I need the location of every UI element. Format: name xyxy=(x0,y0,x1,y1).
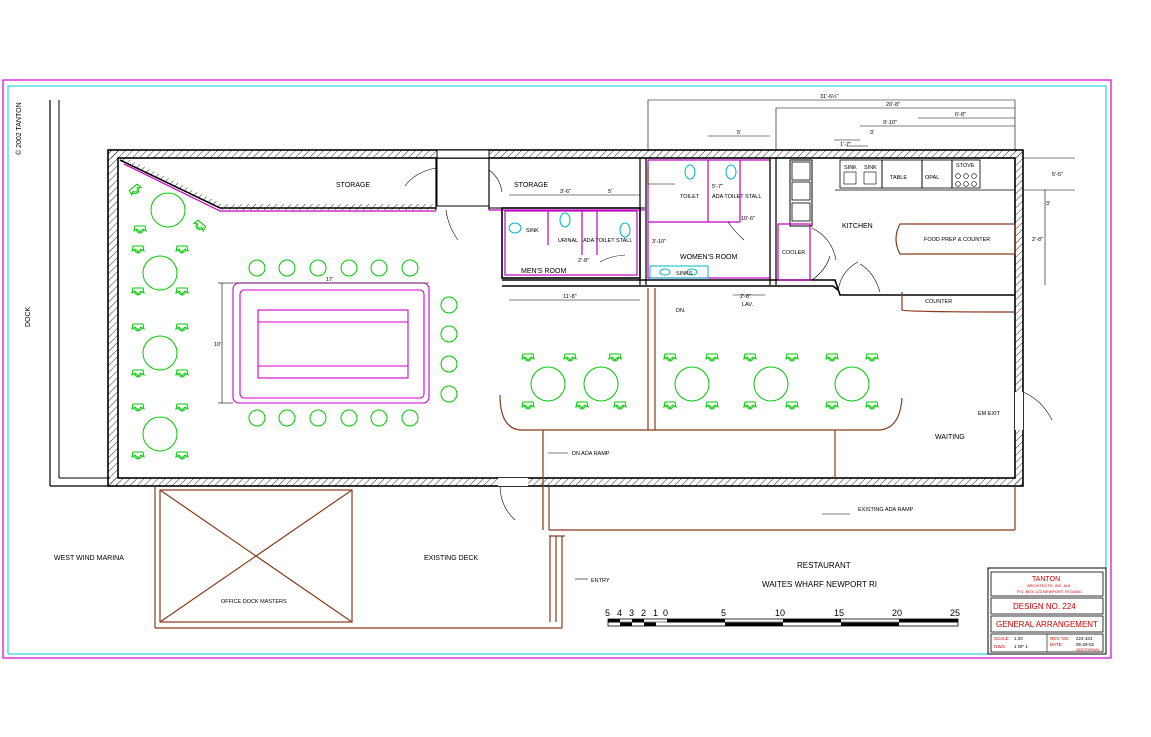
dim-d16: 5'-5" xyxy=(1052,172,1063,178)
stove-label: STOVE xyxy=(956,163,975,169)
title-drawing: GENERAL ARRANGEMENT xyxy=(996,620,1098,629)
office-dock-masters-label: OFFICE DOCK MASTERS xyxy=(221,599,287,605)
title-rev-label: REV. NO. xyxy=(1050,636,1069,641)
scale-tick-2: 3 xyxy=(629,608,634,618)
lav-label: LAV. xyxy=(742,302,753,308)
bar-dimensions xyxy=(218,282,429,404)
waiting-label: WAITING xyxy=(935,434,965,441)
dim-d12: 3'-10" xyxy=(652,239,666,245)
bar-island xyxy=(232,282,430,404)
scale-tick-3: 2 xyxy=(641,608,646,618)
title-extra: ADDITIONAL xyxy=(1076,647,1101,652)
ada-toilet-stall-men-label: ADA TOILET STALL xyxy=(583,238,632,244)
dim-d6: 1'-7" xyxy=(840,142,851,148)
dim-d7: 5' xyxy=(737,130,741,136)
counter-label: COUNTER xyxy=(925,299,952,305)
dock-structure xyxy=(49,100,110,487)
restroom-walls xyxy=(501,158,1015,296)
storage-left-label: STORAGE xyxy=(336,182,370,189)
sink-1-label: SINK xyxy=(844,165,857,171)
scale-tick-5: 0 xyxy=(663,608,668,618)
graphic-scale xyxy=(607,618,959,627)
ada-toilet-stall-women-label: ADA TOILET STALL xyxy=(712,194,761,200)
bar-stools xyxy=(248,259,458,427)
dim-d2: 20'-8" xyxy=(886,102,900,108)
scale-tick-7: 10 xyxy=(775,608,785,618)
dim-d18: 2'-8" xyxy=(1032,237,1043,243)
dn-ada-ramp-label: DN ADA RAMP xyxy=(572,451,610,457)
kitchen-walls xyxy=(777,159,1016,313)
dim-d14: 11'-8" xyxy=(563,294,577,300)
dn-label: DN. xyxy=(676,308,686,314)
title-sub2: P.O. BOX 123 NEWPORT, RI 02840 xyxy=(1017,589,1082,594)
title-date-label: DATE: xyxy=(1050,642,1063,647)
scale-tick-8: 15 xyxy=(834,608,844,618)
title-scale-label: SCALE: xyxy=(994,636,1010,641)
dim-d9: 5' xyxy=(608,189,612,195)
table-label: TABLE xyxy=(890,175,907,181)
dim-d13: 2'-8" xyxy=(578,258,589,264)
sheet-frame xyxy=(2,79,1112,659)
dim-d3: 9'-10" xyxy=(883,120,897,126)
scale-tick-10: 25 xyxy=(950,608,960,618)
scale-tick-4: 1 xyxy=(653,608,658,618)
dim-10: 10' xyxy=(214,342,221,348)
scale-tick-9: 20 xyxy=(892,608,902,618)
west-wind-marina-label: WEST WIND MARINA xyxy=(54,555,124,562)
sink-men-label: SINK xyxy=(526,228,539,234)
em-exit-label: EM EXIT xyxy=(978,411,1001,417)
scale-tick-1: 4 xyxy=(617,608,622,618)
restaurant-label: RESTAURANT xyxy=(797,561,851,570)
womens-room-label: WOMEN'S ROOM xyxy=(680,254,738,261)
dock-label: DOCK xyxy=(25,306,32,327)
title-scale-val: 1:20 xyxy=(1014,636,1023,641)
storage-walls xyxy=(118,156,645,241)
existing-ada-ramp-label: EXISTING ADA RAMP xyxy=(858,507,914,513)
title-date-val: 05-29-02 xyxy=(1076,642,1095,647)
dim-d10: 3'-6" xyxy=(560,189,571,195)
exterior-walls xyxy=(107,149,1024,487)
toilet-label: TOILET xyxy=(680,194,700,200)
scale-tick-0: 5 xyxy=(605,608,610,618)
left-dining-tables xyxy=(128,183,207,460)
storage-right-label: STORAGE xyxy=(514,182,548,189)
dim-d1: 31'-6½" xyxy=(820,93,839,100)
dim-d5: 3' xyxy=(870,130,874,136)
dim-17: 17' xyxy=(326,277,333,283)
copyright-text: © 2002 TANTON xyxy=(15,102,23,155)
sinks-label: SINKS xyxy=(676,271,693,277)
entry-label: ENTRY xyxy=(591,578,610,584)
dim-d15: 2'-8" xyxy=(740,294,751,300)
title-design: DESIGN NO. 224 xyxy=(1013,602,1076,611)
sink-2-label: SINK xyxy=(864,165,877,171)
title-block xyxy=(987,567,1107,655)
cooler-label: COOLER xyxy=(782,250,805,256)
inner-border xyxy=(7,85,1107,655)
ramps xyxy=(154,391,1053,629)
title-sub1: ARCHITECTS, INC. AIA xyxy=(1027,583,1070,588)
urinal-label: URINAL xyxy=(558,238,578,244)
title-company: TANTON xyxy=(1032,576,1060,583)
dim-d11: 10'-6" xyxy=(741,216,755,222)
title-dwg-label: DWG: xyxy=(994,644,1006,649)
title-dwg-val: 1 OF 1 xyxy=(1014,644,1028,649)
mens-room-label: MEN'S ROOM xyxy=(521,268,566,275)
opal-label: OPAL xyxy=(925,175,939,181)
dim-d8: 5'-7" xyxy=(712,184,723,190)
title-rev-val: 224-101 xyxy=(1076,636,1093,641)
existing-deck-label: EXISTING DECK xyxy=(424,555,478,562)
scale-tick-6: 5 xyxy=(721,608,726,618)
dim-d4: 6'-8" xyxy=(955,112,966,118)
location-label: WAITES WHARF NEWPORT RI xyxy=(762,580,877,589)
dining-platform xyxy=(499,288,903,431)
food-prep-label: FOOD PREP & COUNTER xyxy=(924,237,990,243)
restroom-fixtures xyxy=(508,164,737,279)
dimension-lines xyxy=(509,99,1075,301)
dim-d17: 3' xyxy=(1046,201,1050,207)
kitchen-label: KITCHEN xyxy=(842,223,873,230)
